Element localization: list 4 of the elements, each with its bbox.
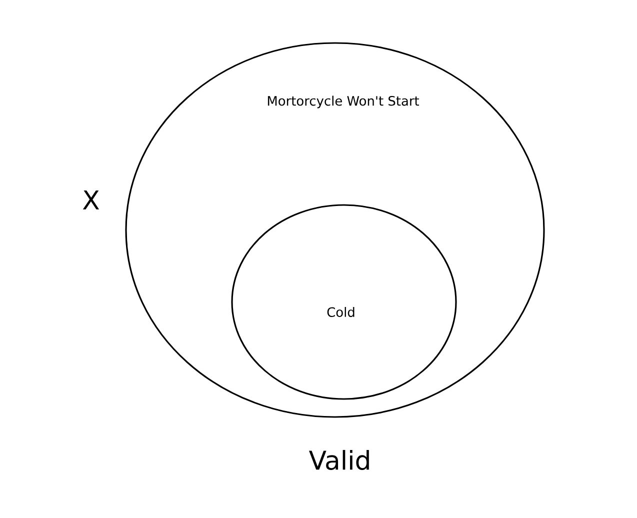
ellipse-label: Cold xyxy=(327,306,354,317)
ellipse-label: Mortorcycle Won't Start xyxy=(268,96,420,108)
label: Valid xyxy=(309,450,369,470)
label: X xyxy=(82,190,100,210)
